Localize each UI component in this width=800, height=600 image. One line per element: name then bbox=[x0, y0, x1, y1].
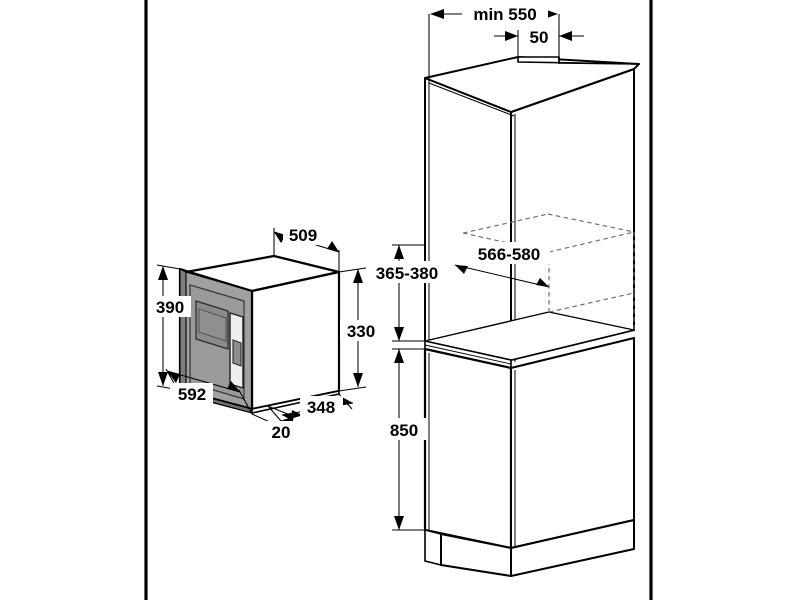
niche-top-right bbox=[547, 213, 635, 233]
arrow-850-top bbox=[394, 349, 404, 363]
dimension-566-580-label: 566-580 bbox=[478, 245, 540, 264]
appliance-dimension-labels: 509 390 592 348 20 330 bbox=[149, 224, 383, 442]
cabinet-plinth-side bbox=[510, 519, 635, 577]
label-bg-550 bbox=[462, 2, 548, 24]
label-bg-850 bbox=[381, 418, 427, 440]
label-bg-20 bbox=[267, 421, 296, 442]
arrow-348-a bbox=[282, 413, 294, 421]
niche-bottom-rear bbox=[548, 292, 635, 313]
cabinet-dimension-arrows bbox=[394, 9, 572, 530]
ext-592-b bbox=[238, 389, 253, 415]
ext-390-top bbox=[156, 264, 181, 270]
niche-top-rear bbox=[548, 231, 635, 253]
cabinet-upper-front-panel bbox=[424, 77, 512, 361]
appliance-trim-top-line bbox=[185, 271, 253, 292]
arrow-330-bottom bbox=[353, 373, 363, 387]
dimension-509-label: 509 bbox=[289, 226, 317, 245]
cabinet-top-front-thickness-2 bbox=[428, 82, 515, 117]
arrow-50-right bbox=[559, 31, 572, 41]
label-bg-566 bbox=[468, 242, 550, 264]
dimline-566-580 bbox=[454, 264, 550, 288]
arrow-592-b bbox=[227, 381, 240, 392]
arrow-566-b bbox=[536, 278, 549, 287]
ext-330-top bbox=[338, 267, 367, 273]
arrow-592-a bbox=[167, 371, 180, 383]
label-bg-509 bbox=[283, 224, 323, 245]
cabinet-view-group: min 550 50 566-580 365-380 850 bbox=[366, 2, 640, 577]
label-bg-330 bbox=[340, 320, 383, 341]
cabinet-top-front-thickness bbox=[424, 77, 512, 113]
appliance-side-face bbox=[250, 270, 341, 411]
label-bg-348 bbox=[300, 396, 343, 417]
label-bg-365 bbox=[366, 261, 448, 283]
dimension-50-label: 50 bbox=[530, 28, 549, 47]
page-rules bbox=[144, 0, 653, 600]
appliance-control-panel bbox=[232, 339, 242, 367]
arrow-50-left bbox=[505, 31, 518, 41]
appliance-door-bevel bbox=[179, 268, 187, 393]
appliance-dimension-arrows bbox=[158, 232, 363, 425]
dimension-20-label: 20 bbox=[272, 423, 291, 442]
arrow-850-bottom bbox=[394, 516, 404, 530]
dimension-min-550-label: min 550 bbox=[473, 5, 536, 24]
cabinet-lower-side-panel bbox=[510, 337, 635, 549]
arrow-330-top bbox=[353, 269, 363, 283]
dimension-365-380-label: 365-380 bbox=[376, 264, 438, 283]
ext-348-a bbox=[267, 405, 282, 422]
arrow-365-top bbox=[394, 245, 404, 259]
label-bg-50 bbox=[524, 25, 555, 47]
arrow-365-bottom bbox=[394, 327, 404, 341]
label-bg-390 bbox=[149, 296, 191, 317]
dimension-850-label: 850 bbox=[390, 421, 418, 440]
appliance-door-window-glass bbox=[198, 308, 227, 342]
cabinet-lower-front-panel bbox=[423, 347, 513, 550]
dimension-348-label: 348 bbox=[307, 398, 335, 417]
dimension-330-label: 330 bbox=[347, 322, 375, 341]
arrow-390-top bbox=[158, 266, 168, 280]
dimension-390-label: 390 bbox=[156, 298, 184, 317]
cabinet-top-back-rail bbox=[517, 56, 640, 65]
arrow-390-bottom bbox=[158, 372, 168, 386]
cabinet-plinth-left-return bbox=[424, 528, 442, 567]
ext-330-bottom bbox=[338, 386, 367, 392]
cabinet-dimension-labels: min 550 50 566-580 365-380 850 bbox=[366, 2, 555, 440]
arrow-509-right bbox=[327, 241, 339, 252]
appliance-view-group: 509 390 592 348 20 330 bbox=[149, 224, 383, 442]
arrow-348-b bbox=[341, 397, 353, 405]
niche-top-front bbox=[462, 213, 549, 234]
arrow-20-b bbox=[291, 410, 302, 418]
dimension-592-label: 592 bbox=[178, 385, 206, 404]
arrow-550-left bbox=[430, 9, 444, 19]
label-bg-592 bbox=[170, 383, 213, 404]
cabinet-middle-shelf-thickness bbox=[424, 344, 512, 365]
arrow-566-a bbox=[455, 265, 468, 274]
